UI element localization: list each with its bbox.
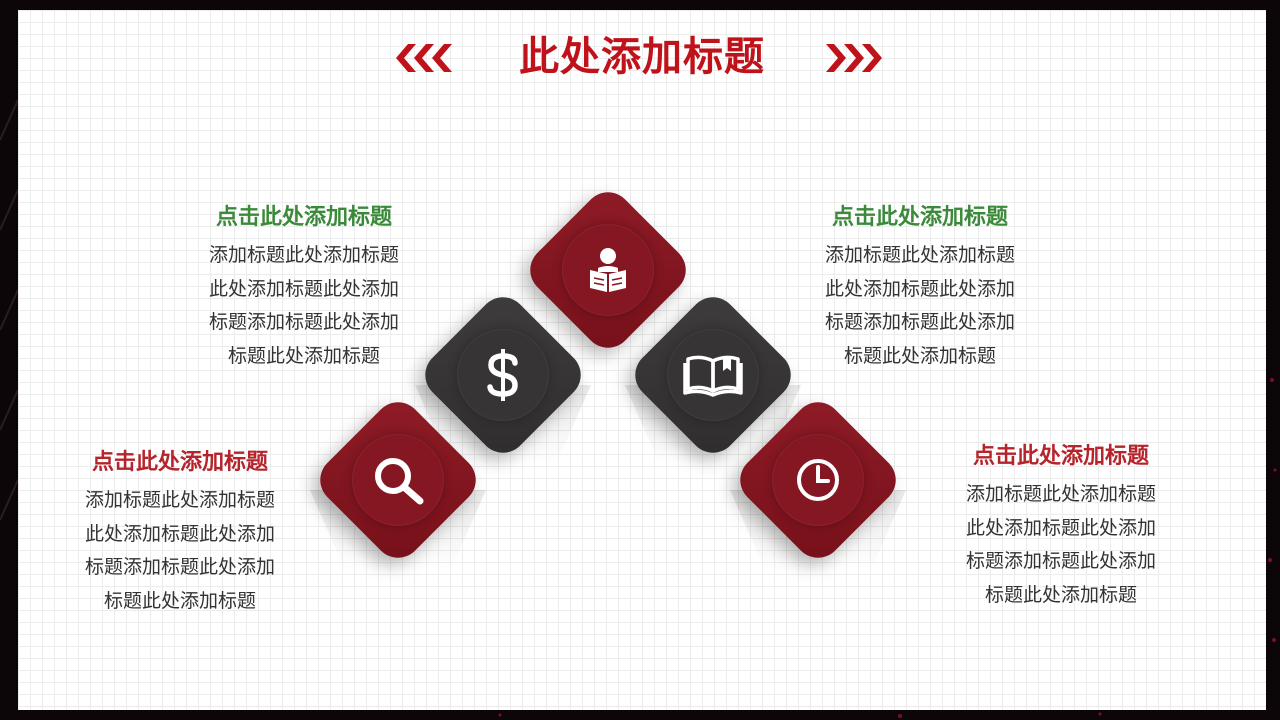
block-body: 添加标题此处添加标题 此处添加标题此处添加 标题添加标题此处添加 标题此处添加标…: [50, 484, 310, 618]
block-heading[interactable]: 点击此处添加标题: [91, 450, 268, 475]
chevrons-left-icon: [396, 44, 452, 72]
body-line: 标题添加标题此处添加: [824, 311, 1015, 333]
dollar-icon: [487, 349, 518, 401]
body-line: 标题此处添加标题: [984, 583, 1137, 606]
block-body: 添加标题此处添加标题 此处添加标题此处添加 标题添加标题此处添加 标题此处添加标…: [790, 239, 1050, 373]
body-line: 标题添加标题此处添加: [84, 556, 275, 578]
body-line: 添加标题此处添加标题: [965, 483, 1156, 505]
chevrons-right-icon: [826, 44, 882, 72]
body-line: 此处添加标题此处添加: [208, 277, 399, 300]
body-line: 添加标题此处添加标题: [208, 244, 399, 266]
body-line: 此处添加标题此处添加: [824, 277, 1015, 300]
text-block-top-right: 点击此处添加标题 添加标题此处添加标题 此处添加标题此处添加 标题添加标题此处添…: [790, 201, 1050, 373]
body-line: 标题添加标题此处添加: [208, 311, 399, 333]
block-body: 添加标题此处添加标题 此处添加标题此处添加 标题添加标题此处添加 标题此处添加标…: [931, 478, 1191, 612]
body-line: 标题此处添加标题: [843, 344, 996, 367]
text-block-bottom-left: 点击此处添加标题 添加标题此处添加标题 此处添加标题此处添加 标题添加标题此处添…: [50, 446, 310, 618]
tile-reader[interactable]: [520, 182, 696, 358]
block-heading[interactable]: 点击此处添加标题: [831, 205, 1008, 230]
page-title: 此处添加标题: [519, 34, 765, 80]
text-block-top-left: 点击此处添加标题 添加标题此处添加标题 此处添加标题此处添加 标题添加标题此处添…: [174, 201, 434, 373]
body-line: 添加标题此处添加标题: [824, 244, 1015, 266]
tile-open-book[interactable]: [625, 287, 801, 463]
title-bar: 此处添加标题: [18, 32, 1266, 82]
body-line: 标题此处添加标题: [227, 344, 380, 367]
clock-icon: [797, 459, 839, 501]
body-line: 标题此处添加标题: [103, 589, 256, 612]
block-body: 添加标题此处添加标题 此处添加标题此处添加 标题添加标题此处添加 标题此处添加标…: [174, 239, 434, 373]
text-block-bottom-right: 点击此处添加标题 添加标题此处添加标题 此处添加标题此处添加 标题添加标题此处添…: [931, 440, 1191, 612]
body-line: 此处添加标题此处添加: [965, 516, 1156, 539]
slide: 此处添加标题: [18, 10, 1266, 710]
reader-icon: [590, 248, 626, 292]
block-heading[interactable]: 点击此处添加标题: [972, 444, 1149, 469]
block-heading[interactable]: 点击此处添加标题: [215, 205, 392, 230]
open-book-icon: [683, 355, 743, 397]
search-icon: [375, 458, 424, 505]
body-line: 添加标题此处添加标题: [84, 489, 275, 511]
tile-search[interactable]: [310, 392, 486, 568]
tile-clock[interactable]: [730, 392, 906, 568]
body-line: 标题添加标题此处添加: [965, 550, 1156, 572]
tile-dollar[interactable]: [415, 287, 591, 463]
body-line: 此处添加标题此处添加: [84, 522, 275, 545]
